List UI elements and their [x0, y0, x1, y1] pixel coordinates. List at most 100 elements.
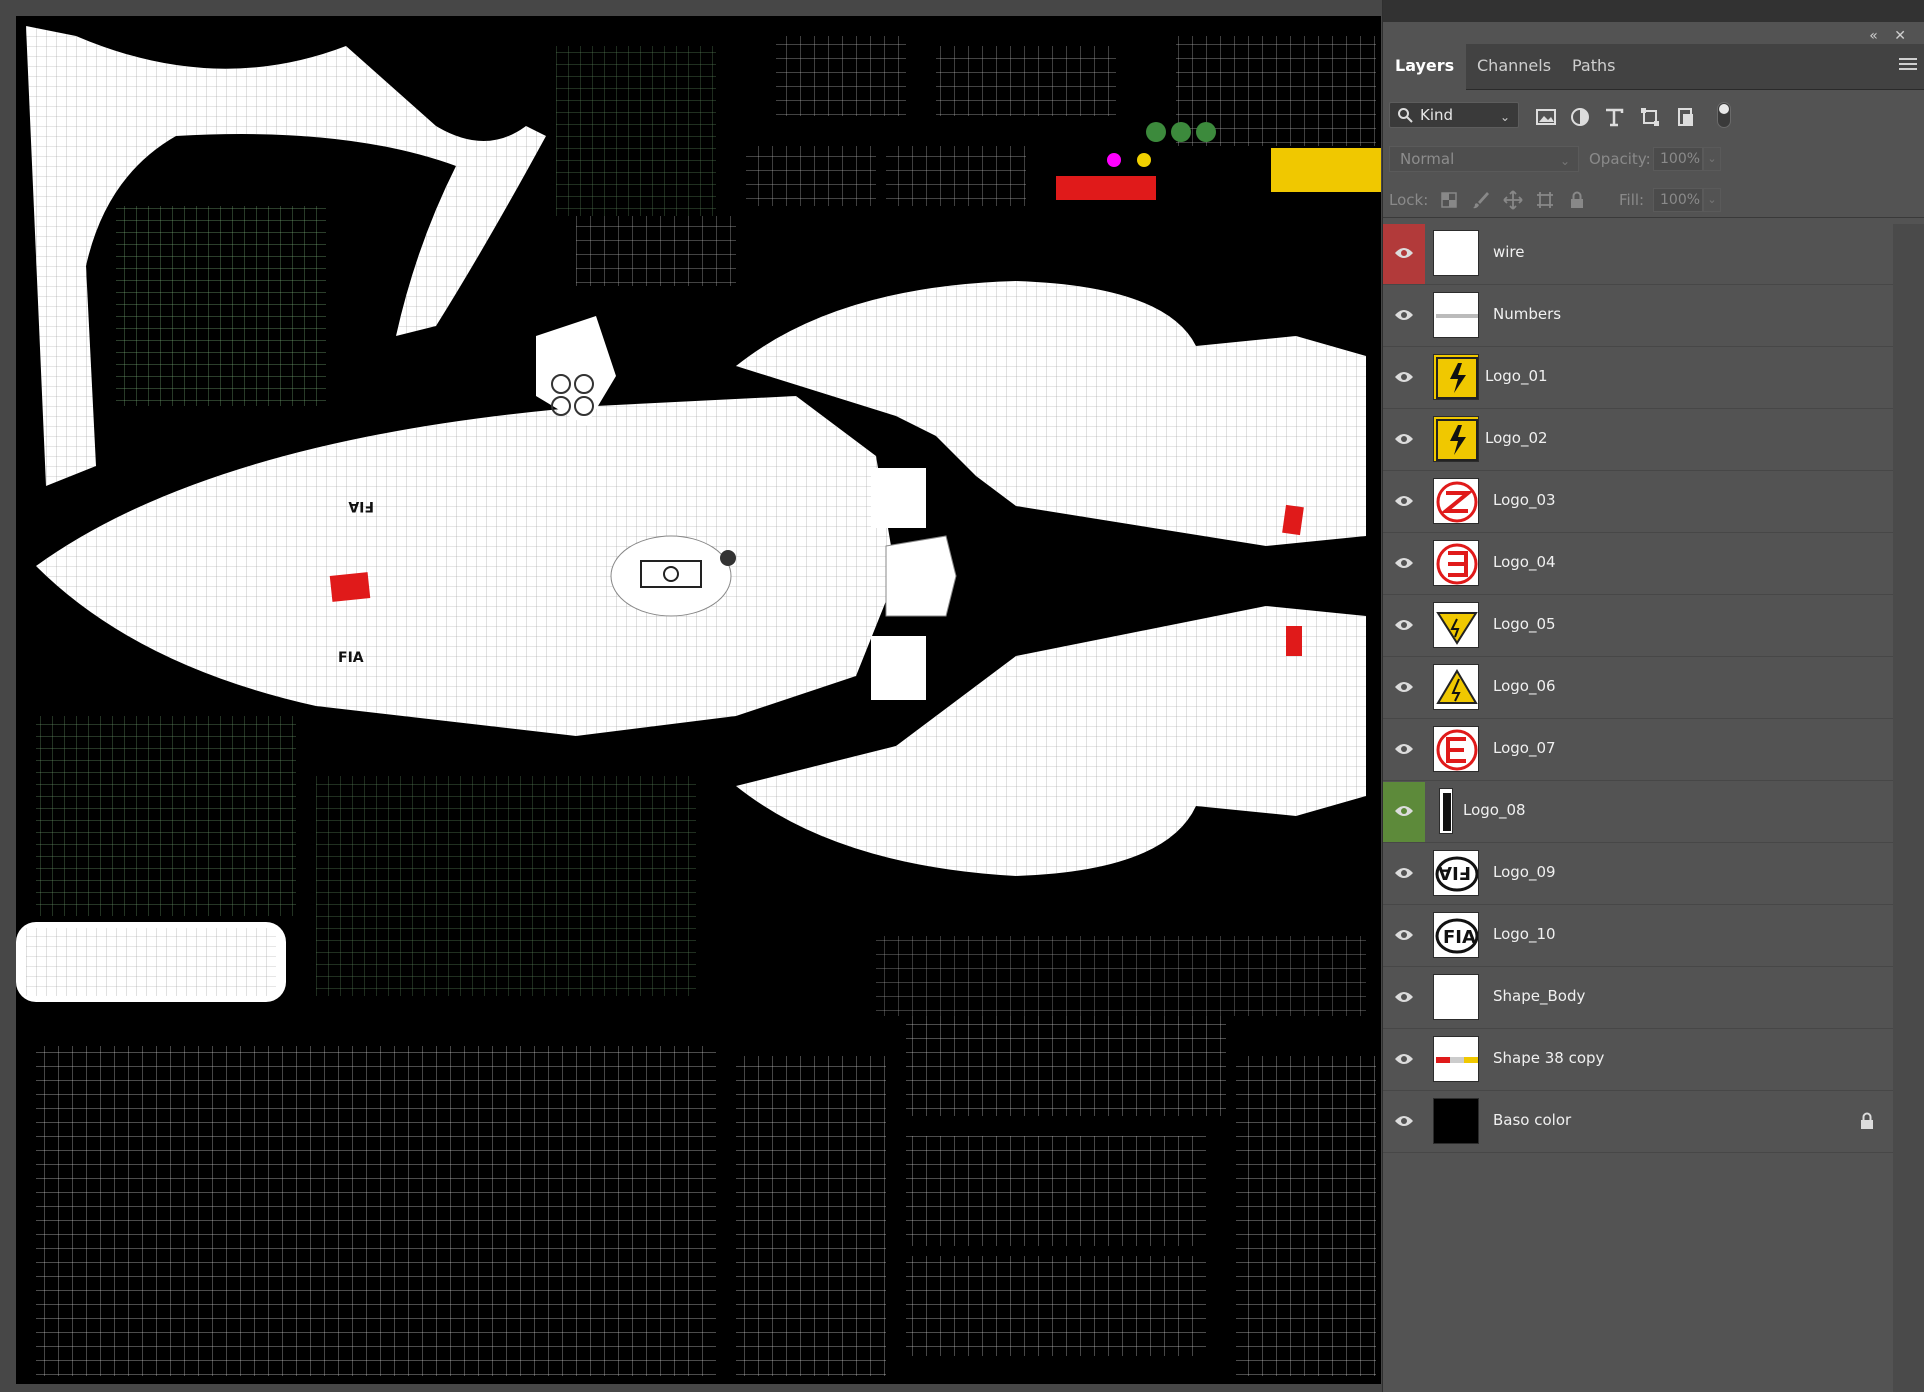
layer-row[interactable]: FIA Logo_10 [1383, 906, 1893, 967]
svg-text:FIA: FIA [1443, 927, 1476, 948]
layer-row[interactable]: Logo_06 [1383, 658, 1893, 719]
layer-row[interactable]: Logo_04 [1383, 534, 1893, 595]
layer-name: Logo_08 [1463, 801, 1526, 819]
lock-artboard-icon[interactable] [1535, 190, 1555, 210]
layer-name: Logo_09 [1493, 863, 1556, 881]
layer-row[interactable]: Logo_07 [1383, 720, 1893, 781]
lock-transparent-icon[interactable] [1439, 190, 1459, 210]
layer-thumbnail [1433, 974, 1479, 1020]
filter-kind-select[interactable]: Kind ⌄ [1389, 102, 1519, 128]
panel-menu-icon[interactable] [1899, 58, 1917, 74]
layer-thumbnail [1439, 788, 1453, 834]
layer-name: Logo_05 [1493, 615, 1556, 633]
layer-name: Logo_04 [1493, 553, 1556, 571]
visibility-toggle[interactable] [1383, 534, 1425, 594]
lock-move-icon[interactable] [1503, 190, 1523, 210]
eye-icon [1395, 806, 1413, 816]
eye-icon [1395, 868, 1413, 878]
layer-row[interactable]: Logo_01 [1383, 348, 1893, 409]
search-icon [1398, 108, 1413, 123]
layer-row[interactable]: Shape 38 copy [1383, 1030, 1893, 1091]
layer-name: Logo_02 [1485, 429, 1548, 447]
layer-thumbnail [1433, 230, 1479, 276]
visibility-toggle[interactable] [1383, 596, 1425, 656]
layer-name: Logo_01 [1485, 367, 1548, 385]
visibility-toggle[interactable] [1383, 906, 1425, 966]
visibility-toggle[interactable] [1383, 286, 1425, 346]
visibility-toggle[interactable] [1383, 348, 1425, 408]
layer-thumbnail [1433, 1098, 1479, 1144]
panel-tabs: Layers Channels Paths [1383, 44, 1924, 91]
visibility-toggle[interactable] [1383, 224, 1425, 284]
eye-icon [1395, 1054, 1413, 1064]
filter-toggle-switch[interactable] [1717, 102, 1731, 128]
layer-name: Logo_03 [1493, 491, 1556, 509]
visibility-toggle[interactable] [1383, 1030, 1425, 1090]
svg-text:FIA: FIA [1438, 862, 1471, 883]
layer-name: Logo_10 [1493, 925, 1556, 943]
visibility-toggle[interactable] [1383, 658, 1425, 718]
chevron-down-icon[interactable]: ⌄ [1703, 147, 1721, 171]
canvas-area: FIA FIA [0, 0, 1382, 1392]
layer-name: Logo_07 [1493, 739, 1556, 757]
visibility-toggle[interactable] [1383, 968, 1425, 1028]
lock-brush-icon[interactable] [1471, 190, 1491, 210]
lock-icon[interactable] [1859, 1112, 1875, 1130]
layer-row[interactable]: Logo_03 [1383, 472, 1893, 533]
layer-row[interactable]: FIA Logo_09 [1383, 844, 1893, 905]
eye-icon [1395, 372, 1413, 382]
tab-layers[interactable]: Layers [1383, 44, 1467, 91]
shape-filter-icon[interactable] [1639, 106, 1661, 128]
panel-window-controls[interactable]: « ✕ [1869, 28, 1912, 44]
tab-paths[interactable]: Paths [1572, 56, 1616, 75]
fill-input[interactable]: 100% [1653, 188, 1703, 212]
layer-thumbnail [1433, 1036, 1479, 1082]
visibility-toggle[interactable] [1383, 410, 1425, 470]
eye-icon [1395, 496, 1413, 506]
layer-row[interactable]: Logo_02 [1383, 410, 1893, 471]
layer-thumbnail [1433, 478, 1479, 524]
layer-row[interactable]: Numbers [1383, 286, 1893, 347]
layers-panel: « ✕ Layers Channels Paths Kind ⌄ Normal … [1382, 0, 1924, 1392]
eye-icon [1395, 682, 1413, 692]
eye-icon [1395, 558, 1413, 568]
fia-logo-bottom: FIA [338, 650, 364, 666]
adjustment-filter-icon[interactable] [1569, 106, 1591, 128]
visibility-toggle[interactable] [1383, 782, 1425, 842]
layer-thumbnail: FIA [1433, 912, 1479, 958]
visibility-toggle[interactable] [1383, 720, 1425, 780]
layer-row[interactable]: Logo_05 [1383, 596, 1893, 657]
eye-icon [1395, 930, 1413, 940]
tab-channels[interactable]: Channels [1477, 56, 1552, 75]
type-filter-icon[interactable] [1603, 106, 1625, 128]
layer-row[interactable]: wire [1383, 224, 1893, 285]
image-filter-icon[interactable] [1535, 106, 1557, 128]
visibility-toggle[interactable] [1383, 472, 1425, 532]
visibility-toggle[interactable] [1383, 1092, 1425, 1152]
layer-thumbnail [1433, 664, 1479, 710]
layer-name: Logo_06 [1493, 677, 1556, 695]
lock-all-icon[interactable] [1567, 190, 1587, 210]
lock-label: Lock: [1389, 191, 1429, 209]
blend-mode-select[interactable]: Normal ⌄ [1389, 146, 1579, 172]
visibility-toggle[interactable] [1383, 844, 1425, 904]
chevron-down-icon: ⌄ [1499, 110, 1510, 124]
opacity-input[interactable]: 100% [1653, 147, 1703, 171]
panel-scroll-area[interactable] [1893, 224, 1924, 1392]
layer-row[interactable]: Logo_08 [1383, 782, 1893, 843]
lock-row: Lock: Fill: 100% ⌄ [1383, 182, 1924, 218]
layer-thumbnail [1433, 354, 1479, 400]
layer-row[interactable]: Baso color [1383, 1092, 1893, 1153]
fill-label: Fill: [1619, 191, 1645, 209]
smart-object-filter-icon[interactable] [1675, 106, 1697, 128]
layer-name: Baso color [1493, 1111, 1572, 1129]
eye-icon [1395, 248, 1413, 258]
layer-row[interactable]: Shape_Body [1383, 968, 1893, 1029]
eye-icon [1395, 992, 1413, 1002]
filter-kind-label: Kind [1420, 106, 1454, 124]
fia-logo-top: FIA [348, 498, 374, 514]
uv-texture-layout: FIA FIA [16, 26, 1381, 1376]
panel-dock-bar [1383, 0, 1924, 22]
chevron-down-icon[interactable]: ⌄ [1703, 188, 1721, 212]
document-canvas[interactable]: FIA FIA [16, 16, 1381, 1384]
